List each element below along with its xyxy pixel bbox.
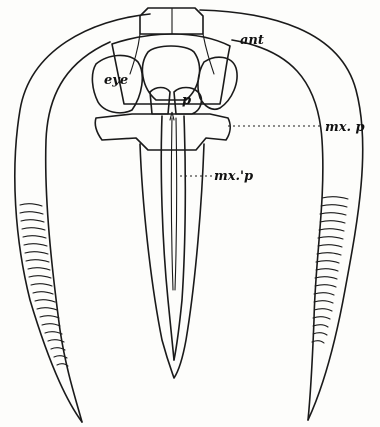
right-mandible-outer — [200, 10, 363, 420]
label-ant: ant — [240, 33, 264, 48]
label-mx-p: mx. p — [325, 120, 365, 135]
label-mx-prime-p: mx.'p — [214, 169, 253, 184]
left-mandible-inner — [46, 42, 110, 422]
rostrum-midline — [171, 118, 173, 290]
label-p: p — [182, 93, 191, 108]
right-mandible-inner — [232, 40, 323, 420]
right-baleen-hatching — [312, 197, 348, 343]
rostrum-inner-right — [174, 116, 185, 360]
left-mandible-outer — [15, 14, 150, 422]
rostrum-midline-2 — [175, 118, 177, 290]
right-orbit — [198, 57, 237, 109]
maxillary-crossbar — [95, 114, 230, 150]
label-eye: eye — [104, 73, 128, 88]
